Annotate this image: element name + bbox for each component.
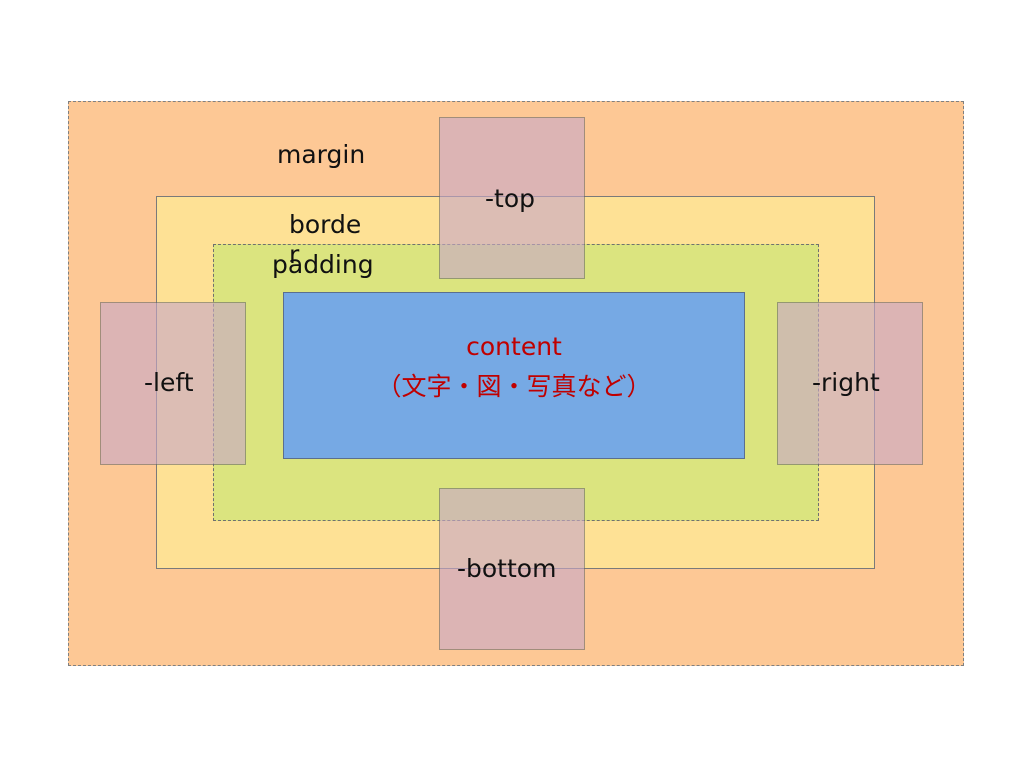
padding-label: padding — [272, 250, 374, 279]
content-label: content — [466, 332, 562, 361]
content-box — [283, 292, 745, 459]
border-label: border — [289, 210, 362, 269]
side-bottom-overlay — [439, 488, 585, 650]
right-label: -right — [812, 368, 880, 397]
side-top-overlay — [439, 117, 585, 279]
left-label: -left — [144, 368, 194, 397]
content-description: （文字・図・写真など） — [376, 372, 652, 401]
bottom-label: -bottom — [457, 554, 557, 583]
margin-label: margin — [277, 140, 366, 169]
top-label: -top — [485, 184, 535, 213]
side-left-overlay — [100, 302, 246, 465]
side-right-overlay — [777, 302, 923, 465]
